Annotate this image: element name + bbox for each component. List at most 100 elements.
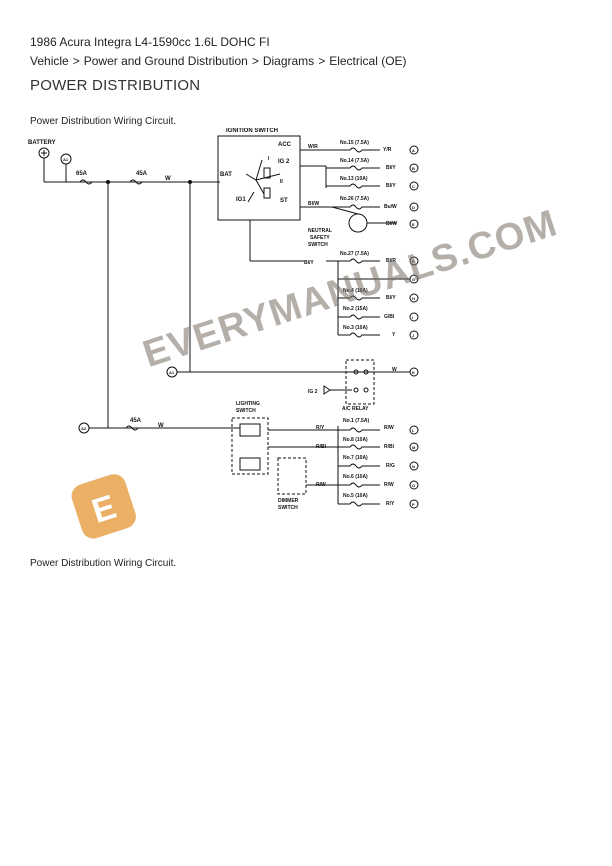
position-i-label: I	[268, 156, 270, 162]
breadcrumb-separator: >	[72, 54, 80, 68]
light-fuse-m: No.8 (10A) R/Bl R/Bl M	[268, 437, 419, 452]
fuse-branch-c: No.13 (10A) Bl/Y C	[326, 176, 419, 191]
wire-label: R/Y	[386, 501, 395, 507]
wire-label: R/Y	[316, 425, 325, 431]
fuse-65a	[79, 179, 93, 185]
terminal-label: J	[412, 333, 414, 338]
fuse-label: No.26 (7.5A)	[340, 196, 369, 202]
ignition-switch-label: IGNITION SWITCH	[226, 128, 278, 134]
ig1-label: IG1	[236, 197, 246, 203]
dimmer-switch-label: SWITCH	[278, 505, 298, 511]
terminal-label: E	[412, 222, 415, 227]
lighting-switch-label: SWITCH	[236, 408, 256, 414]
fuse-65a-label: 65A	[76, 171, 88, 177]
fuse-branch-f: No.27 (7.5A) Bl/R F	[338, 251, 419, 266]
terminal-label: M	[412, 445, 416, 450]
breadcrumb-electrical[interactable]: Electrical (OE)	[329, 54, 407, 68]
fuse-label: No.7 (10A)	[343, 455, 368, 461]
wire-label: Y	[392, 332, 396, 338]
breadcrumb-separator: >	[318, 54, 326, 68]
wire-label: W/R	[308, 144, 318, 150]
wire-label: R/W	[384, 425, 394, 431]
breadcrumb-diagrams[interactable]: Diagrams	[262, 54, 315, 68]
wire-label: Bl/W	[308, 201, 319, 207]
fuse-branch-e: Bl/W E	[386, 219, 419, 229]
wire-label: W	[158, 423, 164, 429]
node-label: A1	[169, 370, 175, 375]
wire-label: W	[392, 367, 397, 373]
fuse-branch-d: No.26 (7.5A) Bu/W D	[332, 196, 419, 212]
terminal-label: I	[412, 315, 413, 320]
position-ii-label: II	[280, 179, 283, 185]
neutral-safety-switch	[348, 213, 368, 233]
terminal-label: D	[412, 205, 415, 210]
neutral-safety-label: NEUTRAL	[308, 228, 332, 234]
ig2-relay-label: IG 2	[308, 389, 318, 395]
wiring-diagram: BATTERY A1 65A 45A W IGNITION SWITCH ACC…	[28, 128, 419, 511]
light-fuse-n: No.7 (10A) R/G N	[338, 455, 419, 471]
wire-label: R/W	[384, 482, 394, 488]
breadcrumb-vehicle[interactable]: Vehicle	[30, 54, 69, 68]
neutral-safety-label: SAFETY	[310, 235, 330, 241]
terminal-label: B	[412, 166, 415, 171]
wire-label: Bl/Y	[304, 260, 314, 266]
terminal-label: A	[412, 148, 415, 153]
light-fuse-o: No.6 (10A) R/W R/W O	[306, 474, 419, 490]
terminal-label: P	[412, 502, 415, 507]
fuse-branch-j: No.3 (10A) Y J	[338, 325, 419, 340]
lighting-switch	[231, 417, 269, 475]
wire-label: Bl/Y	[386, 165, 396, 171]
fuse-label: No.5 (10A)	[343, 493, 368, 499]
light-fuse-l: No.1 (7.5A) R/Y R/W L	[268, 418, 419, 435]
node-label: A1	[63, 157, 69, 162]
terminal-label: L	[412, 428, 415, 433]
ac-relay-label: A/C RELAY	[342, 406, 369, 412]
ignition-switch	[217, 135, 301, 221]
wire-label: W	[165, 176, 171, 182]
fuse-branch-b: No.14 (7.5A) Bl/Y B	[326, 158, 419, 173]
terminal-label: N	[412, 464, 415, 469]
fuse-branch-a: No.15 (7.5A) Y/R A	[332, 140, 419, 155]
wire-label: G/Bl	[384, 314, 395, 320]
fuse-label: No.13 (10A)	[340, 176, 368, 182]
breadcrumb-power-ground[interactable]: Power and Ground Distribution	[83, 54, 248, 68]
breadcrumb: Vehicle>Power and Ground Distribution>Di…	[30, 54, 407, 68]
fuse-label: No.4 (10A)	[343, 288, 368, 294]
ig2-label: IG 2	[278, 159, 290, 165]
terminal-label: G	[412, 277, 415, 282]
lighting-switch-label: LIGHTING	[236, 401, 260, 407]
st-label: ST	[280, 198, 288, 204]
section-title: POWER DISTRIBUTION	[30, 77, 201, 94]
dimmer-switch	[277, 457, 307, 495]
battery-label: BATTERY	[28, 140, 56, 146]
fuse-45a-label: 45A	[136, 171, 148, 177]
acc-label: ACC	[278, 142, 292, 148]
fuse-branch-g: G	[338, 274, 419, 284]
fuse-45a-label: 45A	[130, 418, 142, 424]
terminal-label: F	[412, 259, 415, 264]
dimmer-switch-label: DIMMER	[278, 498, 299, 504]
terminal-label: O	[412, 483, 415, 488]
node-label: A2	[81, 426, 87, 431]
bat-label: BAT	[220, 172, 232, 178]
fuse-label: No.3 (10A)	[343, 325, 368, 331]
fuse-label: No.15 (7.5A)	[340, 140, 369, 146]
fuse-branch-h: No.4 (10A) Bl/Y H	[338, 288, 419, 303]
fuse-branch-i: No.2 (15A) G/Bl I	[338, 306, 419, 322]
wire-label: Bl/W	[386, 221, 397, 227]
fuse-label: No.1 (7.5A)	[343, 418, 369, 424]
terminal-label: C	[412, 184, 415, 189]
terminal-label: H	[412, 296, 415, 301]
fuse-label: No.27 (7.5A)	[340, 251, 369, 257]
wire-label: Bl/Y	[386, 183, 396, 189]
wire-label: R/G	[386, 463, 395, 469]
wire-label: Bu/W	[384, 204, 397, 210]
fuse-label: No.2 (15A)	[343, 306, 368, 312]
wire-label: Bl/R	[386, 258, 396, 264]
wire-label: Y/R	[383, 147, 392, 153]
light-fuse-p: No.5 (10A) R/Y P	[338, 493, 419, 509]
terminal-label: K	[412, 370, 415, 375]
document-title: 1986 Acura Integra L4-1590cc 1.6L DOHC F…	[30, 35, 270, 49]
fuse-45a	[129, 179, 143, 185]
breadcrumb-separator: >	[251, 54, 259, 68]
